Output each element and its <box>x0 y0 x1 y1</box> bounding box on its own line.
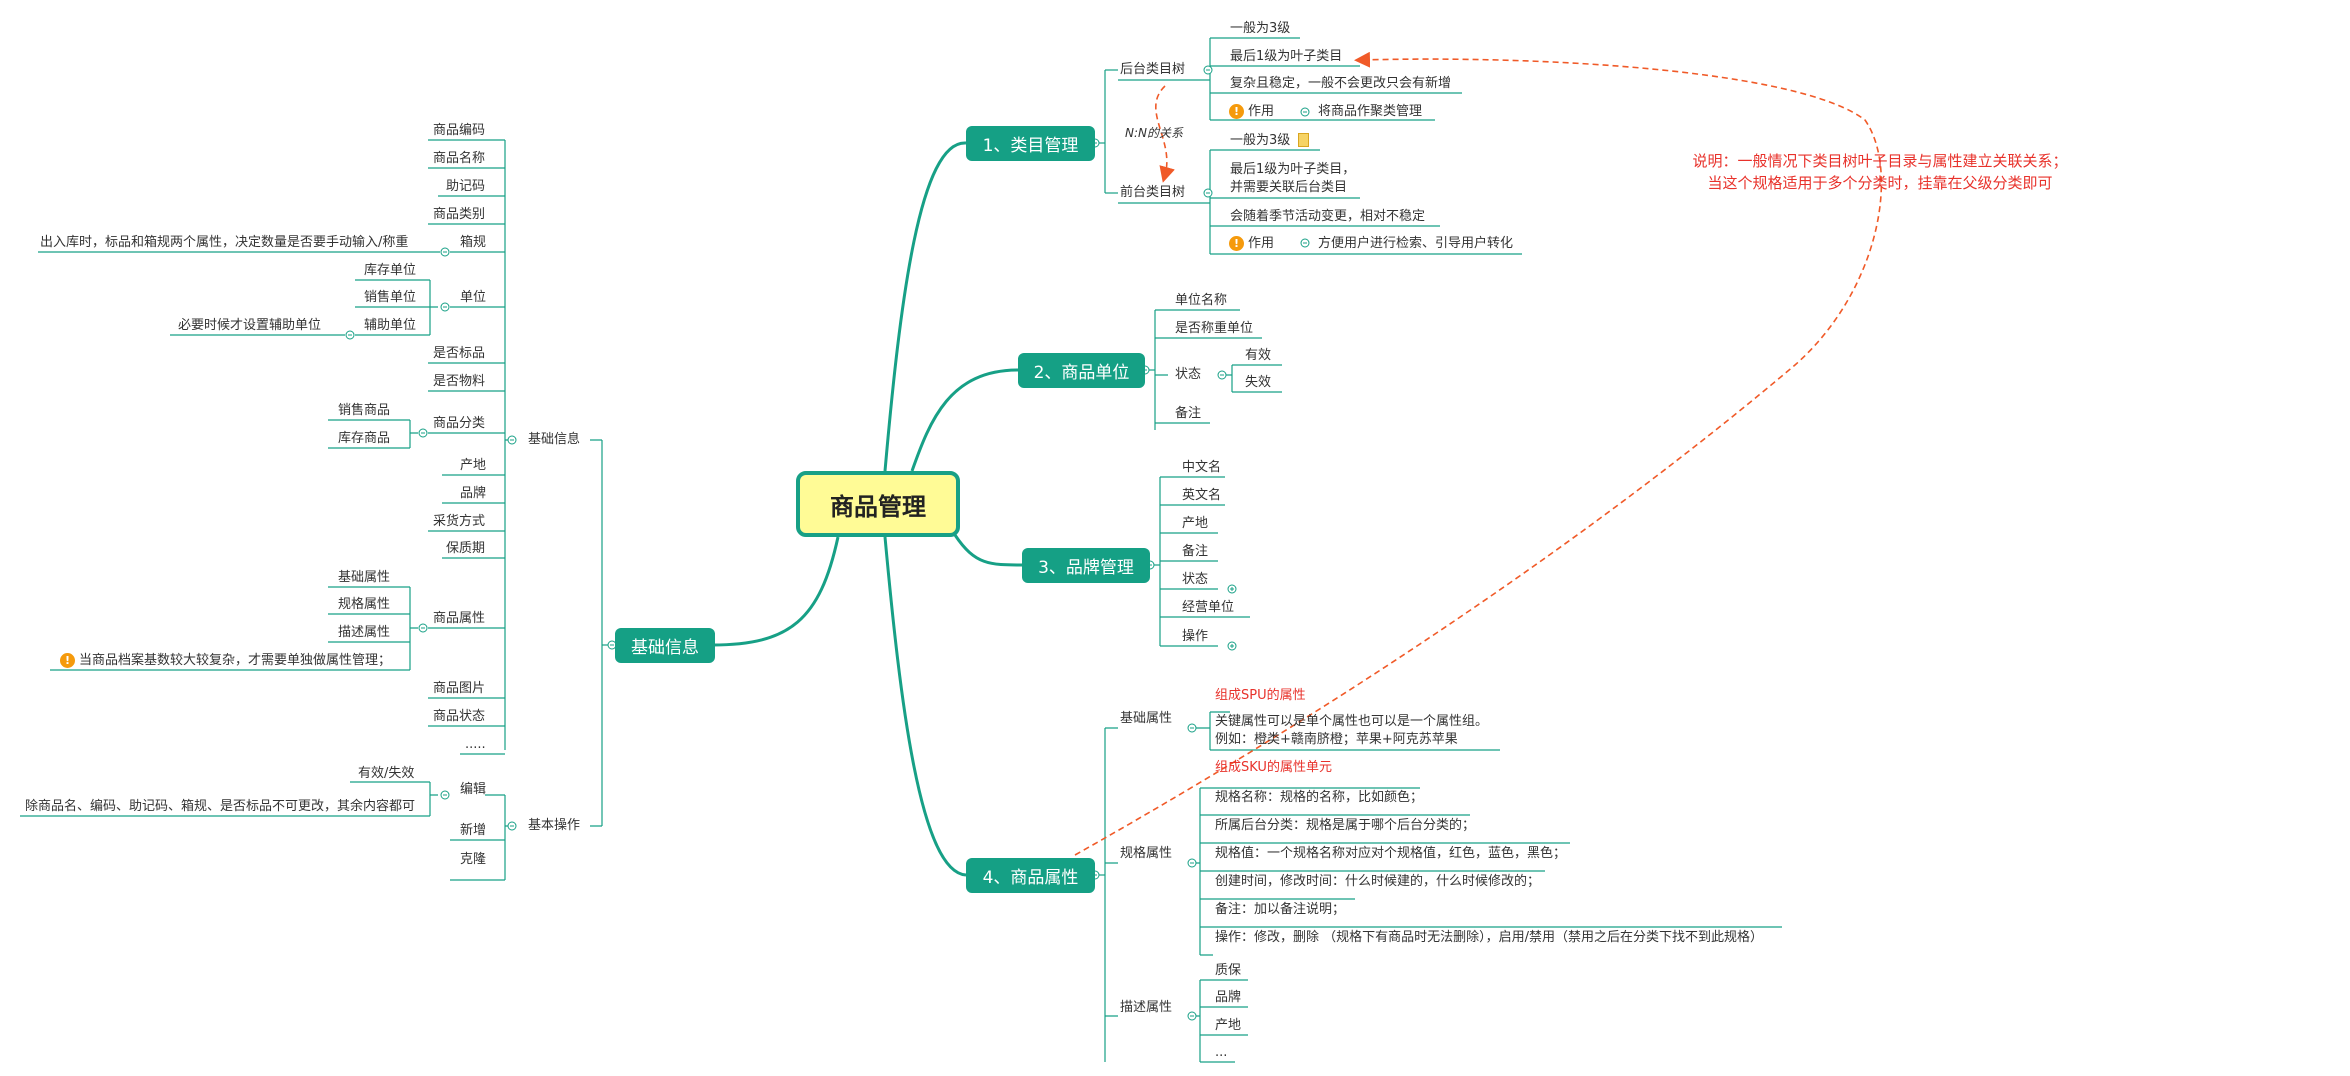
unit-sub-item: 库存单位 <box>364 263 417 278</box>
unit-item: 备注 <box>1175 406 1202 421</box>
frontend-item: 最后1级为叶子类目， <box>1230 162 1356 177</box>
brand-item: 经营单位 <box>1182 600 1235 615</box>
backend-item: 复杂且稳定，一般不会更改只会有新增 <box>1230 76 1452 91</box>
info-group-label: 基础信息 <box>528 432 581 447</box>
explanation-line: 当这个规格适用于多个分类时，挂靠在父级分类即可 <box>1707 174 2053 192</box>
topic-unit[interactable]: 2、商品单位 <box>1018 353 1145 388</box>
aux-note: 必要时候才设置辅助单位 <box>178 318 322 333</box>
attr-sub-item: 基础属性 <box>338 570 391 585</box>
desc-attr-item: 产地 <box>1215 1018 1242 1033</box>
explanation-note: 说明：一般情况下类目树叶子目录与属性建立关联关系； 当这个规格适用于多个分类时，… <box>1620 150 2140 194</box>
info-item: 商品状态 <box>433 709 486 724</box>
info-item: ..... <box>465 737 486 752</box>
frontend-tree-label: 前台类目树 <box>1120 185 1186 200</box>
warning-icon: ! <box>60 653 75 668</box>
info-item: 商品分类 <box>433 416 486 431</box>
desc-attr-item: 品牌 <box>1215 990 1242 1005</box>
brand-item: 中文名 <box>1182 460 1222 475</box>
basic-attr-item: 例如：橙类+赣南脐橙；苹果+阿克苏苹果 <box>1215 732 1458 747</box>
topic-attribute[interactable]: 4、商品属性 <box>966 858 1095 893</box>
status-value: 有效 <box>1245 348 1272 363</box>
info-item: 商品图片 <box>433 681 486 696</box>
warning-icon: ! <box>1229 104 1244 119</box>
spec-attr-item: 规格名称：规格的名称，比如颜色； <box>1215 790 1424 805</box>
info-item: 商品编码 <box>433 123 486 138</box>
ops-item: 编辑 <box>460 782 487 797</box>
topic-category[interactable]: 1、类目管理 <box>966 126 1095 161</box>
info-item: 品牌 <box>460 486 487 501</box>
unit-sub-item: 销售单位 <box>364 290 417 305</box>
info-item: 助记码 <box>446 179 486 194</box>
topic-brand[interactable]: 3、品牌管理 <box>1022 548 1150 583</box>
ops-item: 克隆 <box>460 852 487 867</box>
info-item: 是否物料 <box>433 374 486 389</box>
class-item: 销售商品 <box>338 403 391 418</box>
info-item: 采货方式 <box>433 514 486 529</box>
info-item: 保质期 <box>446 541 486 556</box>
brand-item: 产地 <box>1182 516 1209 531</box>
spec-attr-item: 创建时间，修改时间：什么时候建的，什么时候修改的； <box>1215 874 1541 889</box>
frontend-usage-value: 方便用户进行检索、引导用户转化 <box>1318 236 1514 251</box>
spec-attr-item: 备注：加以备注说明； <box>1215 902 1346 917</box>
edit-item: 除商品名、编码、助记码、箱规、是否标品不可更改，其余内容都可 <box>25 799 416 814</box>
relation-label: N:N的关系 <box>1125 126 1183 140</box>
unit-sub-item: 辅助单位 <box>364 318 417 333</box>
note-icon <box>1298 133 1309 147</box>
box-note: 出入库时，标品和箱规两个属性，决定数量是否要手动输入/称重 <box>40 235 409 250</box>
unit-item: 单位名称 <box>1175 293 1228 308</box>
attr-sub-item: 规格属性 <box>338 597 391 612</box>
status-value: 失效 <box>1245 375 1272 390</box>
desc-attr-label: 描述属性 <box>1120 1000 1173 1015</box>
brand-item: 状态 <box>1182 572 1209 587</box>
unit-item: 是否称重单位 <box>1175 321 1254 336</box>
class-item: 库存商品 <box>338 431 391 446</box>
spec-attr-label: 规格属性 <box>1120 846 1173 861</box>
frontend-usage-label: 作用 <box>1248 236 1275 251</box>
ops-item: 新增 <box>460 823 487 838</box>
info-item: 是否标品 <box>433 346 486 361</box>
explanation-line: 说明：一般情况下类目树叶子目录与属性建立关联关系； <box>1692 152 2068 170</box>
backend-item: 最后1级为叶子类目 <box>1230 49 1343 64</box>
frontend-item: 一般为3级 <box>1230 133 1291 148</box>
spec-attr-item: 组成SKU的属性单元 <box>1215 760 1332 775</box>
backend-item: 一般为3级 <box>1230 21 1291 36</box>
basic-attr-item: 关键属性可以是单个属性也可以是一个属性组。 <box>1215 714 1489 729</box>
edit-item: 有效/失效 <box>358 766 415 781</box>
backend-usage-value: 将商品作聚类管理 <box>1318 104 1423 119</box>
brand-item: 英文名 <box>1182 488 1222 503</box>
brand-item: 操作 <box>1182 629 1209 644</box>
backend-usage-label: 作用 <box>1248 104 1275 119</box>
spec-attr-item: 规格值：一个规格名称对应对个规格值，红色，蓝色，黑色； <box>1215 846 1567 861</box>
ops-group-label: 基本操作 <box>528 818 581 833</box>
attr-note: 当商品档案基数较大较复杂，才需要单独做属性管理； <box>79 653 392 668</box>
info-item: 产地 <box>460 458 487 473</box>
info-item: 单位 <box>460 290 487 305</box>
frontend-item: 会随着季节活动变更，相对不稳定 <box>1230 209 1426 224</box>
info-item: 商品属性 <box>433 611 486 626</box>
info-item: 商品名称 <box>433 151 486 166</box>
basic-attr-item: 组成SPU的属性 <box>1215 688 1306 703</box>
topic-basic-info[interactable]: 基础信息 <box>615 628 715 663</box>
frontend-item: 并需要关联后台类目 <box>1230 180 1348 195</box>
info-item: 商品类别 <box>433 207 486 222</box>
desc-attr-item: ... <box>1215 1045 1228 1060</box>
info-item: 箱规 <box>460 235 487 250</box>
spec-attr-item: 所属后台分类：规格是属于哪个后台分类的； <box>1215 818 1476 833</box>
desc-attr-item: 质保 <box>1215 963 1242 978</box>
backend-tree-label: 后台类目树 <box>1120 62 1186 77</box>
attr-sub-item: 描述属性 <box>338 625 391 640</box>
spec-attr-item: 操作：修改，删除 （规格下有商品时无法删除），启用/禁用（禁用之后在分类下找不到… <box>1215 930 1764 945</box>
brand-item: 备注 <box>1182 544 1209 559</box>
unit-item: 状态 <box>1175 367 1202 382</box>
root-topic[interactable]: 商品管理 <box>796 471 960 537</box>
warning-icon: ! <box>1229 236 1244 251</box>
basic-attr-label: 基础属性 <box>1120 711 1173 726</box>
